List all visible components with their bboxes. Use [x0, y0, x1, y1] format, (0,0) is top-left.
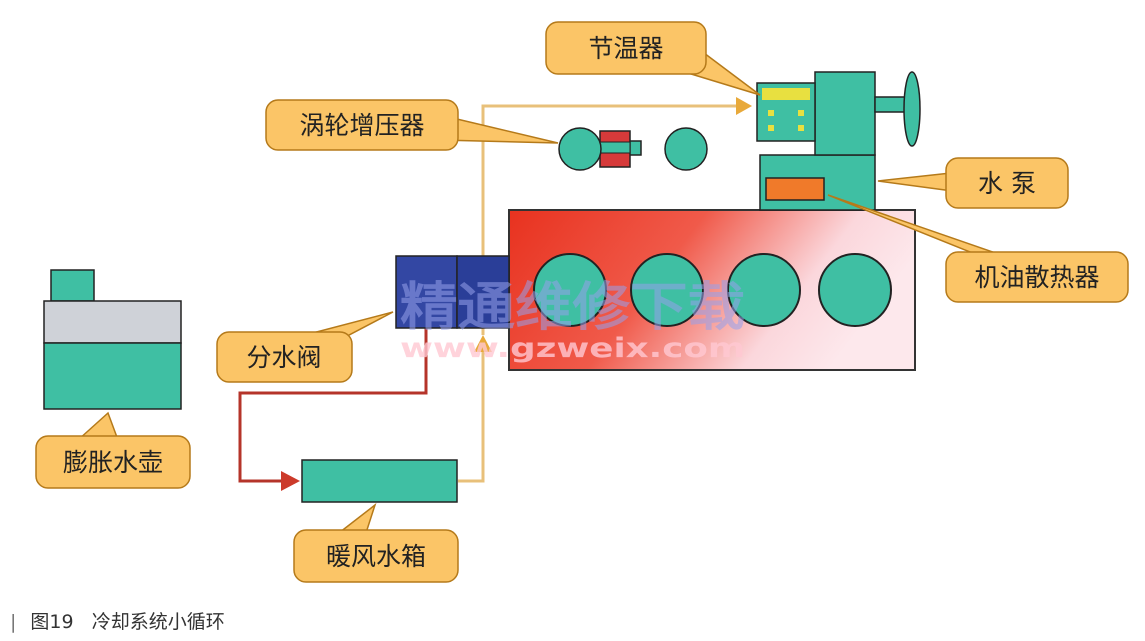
callout-expansion-tank: 膨胀水壶 — [35, 411, 191, 489]
label-diverter-valve: 分水阀 — [246, 343, 321, 372]
label-oil-cooler: 机油散热器 — [974, 263, 1099, 292]
heater-core — [301, 459, 458, 503]
thermostat-dot — [798, 110, 804, 116]
callout-heater-core: 暖风水箱 — [293, 502, 459, 583]
expansion-tank-air — [43, 300, 182, 344]
thermostat-element — [762, 88, 810, 100]
thermostat-dot — [768, 110, 774, 116]
engine-block — [508, 209, 916, 371]
watermark-url: www.gzweix.com — [400, 333, 745, 364]
cylinder-4 — [818, 253, 892, 327]
expansion-tank — [43, 269, 182, 410]
caption-marker: | — [10, 611, 17, 633]
label-expansion-tank: 膨胀水壶 — [63, 448, 163, 477]
label-heater-core: 暖风水箱 — [326, 542, 426, 571]
expansion-tank-cap — [50, 269, 95, 302]
callout-thermostat: 节温器 — [545, 21, 761, 96]
thermostat-dot — [798, 125, 804, 131]
diverter-valve — [395, 255, 510, 329]
figure-caption: | 图19 冷却系统小循环 — [10, 607, 225, 634]
watermark-title: 精通维修下载 — [400, 278, 745, 338]
callout-diverter-valve: 分水阀 — [216, 311, 394, 383]
pump-pulley — [903, 71, 921, 147]
caption-figure-number: 图19 — [30, 611, 74, 633]
pipe-arrow-up — [474, 335, 492, 352]
pipe-to-heater — [238, 328, 428, 483]
label-turbocharger: 涡轮增压器 — [299, 111, 424, 140]
callout-turbocharger: 涡轮增压器 — [265, 99, 559, 151]
water-pump-assembly — [756, 71, 921, 211]
thermostat-dot — [768, 125, 774, 131]
expansion-tank-coolant — [43, 342, 182, 410]
callout-oil-cooler: 机油散热器 — [827, 194, 1129, 303]
oil-cooler — [765, 177, 825, 201]
label-water-pump: 水 泵 — [978, 169, 1036, 198]
pump-housing — [814, 71, 876, 156]
cylinder-1 — [533, 253, 607, 327]
turbocharger — [558, 127, 708, 171]
pipe-heater-return — [458, 352, 485, 483]
callout-water-pump: 水 泵 — [877, 157, 1069, 209]
label-thermostat: 节温器 — [588, 34, 663, 63]
cylinder-2 — [630, 253, 704, 327]
cylinder-3 — [727, 253, 801, 327]
pipe-arrow-thermostat — [736, 97, 752, 115]
caption-title: 冷却系统小循环 — [91, 611, 225, 633]
pipe-arrow-heater — [281, 471, 300, 491]
